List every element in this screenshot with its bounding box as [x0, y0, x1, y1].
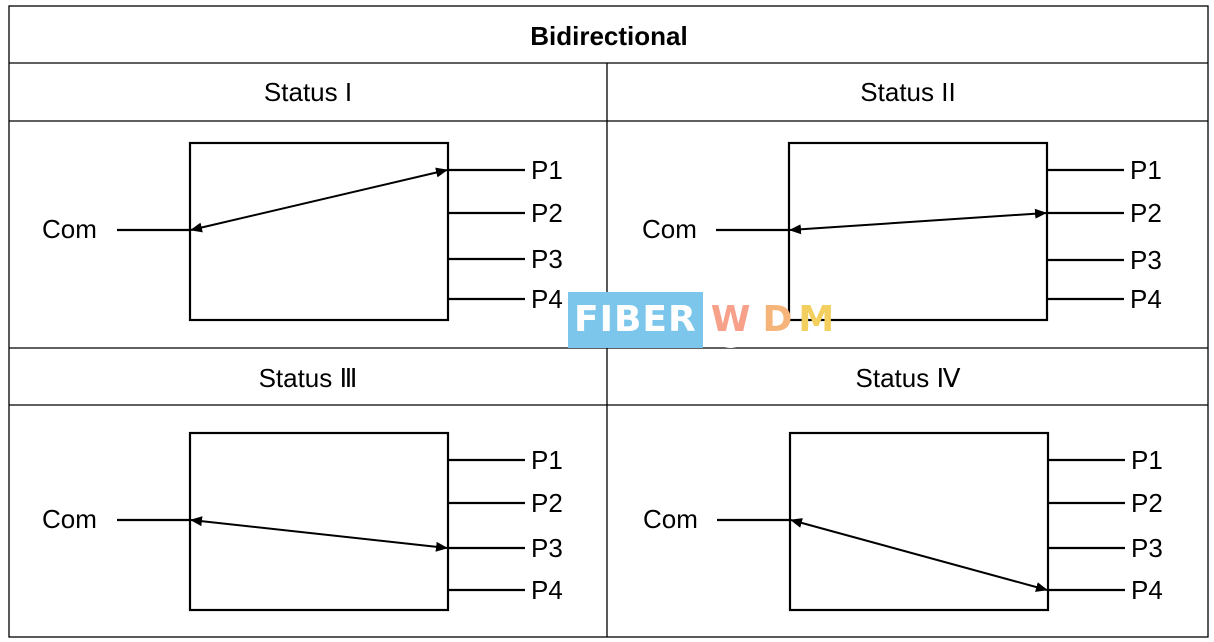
watermark-part: D [762, 299, 793, 340]
port-label: P4 [531, 284, 563, 314]
port-label: P4 [1131, 575, 1163, 605]
watermark-part: M [798, 299, 835, 340]
port-label: P4 [531, 575, 563, 605]
switch-box [188, 141, 450, 322]
com-port-label: Com [42, 504, 97, 534]
fiberwdm-watermark-logo: FIBER W D M [568, 292, 834, 348]
port-label: P2 [531, 198, 563, 228]
port-label: P3 [1130, 245, 1162, 275]
port-label: P1 [531, 155, 563, 185]
table-grid [8, 5, 1209, 638]
port-label: P1 [1131, 445, 1163, 475]
com-port-label: Com [642, 214, 697, 244]
switch-box [188, 431, 450, 612]
watermark-part: W [704, 292, 757, 348]
bidirectional-arrow [190, 167, 448, 233]
port-label: P2 [1131, 488, 1163, 518]
port-label: P2 [1130, 198, 1162, 228]
port-label: P3 [1131, 533, 1163, 563]
com-port-label: Com [643, 504, 698, 534]
bidirectional-arrow [190, 516, 448, 552]
table-title: Bidirectional [530, 21, 687, 51]
watermark-part: FIBER [568, 292, 703, 348]
port-label: P3 [531, 244, 563, 274]
port-label: P1 [531, 445, 563, 475]
switch-box [788, 431, 1050, 612]
status-label: Status Ⅲ [259, 363, 358, 393]
port-label: P1 [1130, 155, 1162, 185]
bidirectional-arrow [790, 518, 1048, 592]
port-label: P4 [1130, 284, 1162, 314]
port-label: P3 [531, 533, 563, 563]
status-label: Status Ⅳ [856, 363, 961, 393]
switch-box [787, 141, 1049, 322]
status-label: Status I [264, 77, 352, 107]
port-label: P2 [531, 488, 563, 518]
bidirectional-arrow [789, 208, 1047, 235]
com-port-label: Com [42, 214, 97, 244]
status-label: Status II [860, 77, 955, 107]
